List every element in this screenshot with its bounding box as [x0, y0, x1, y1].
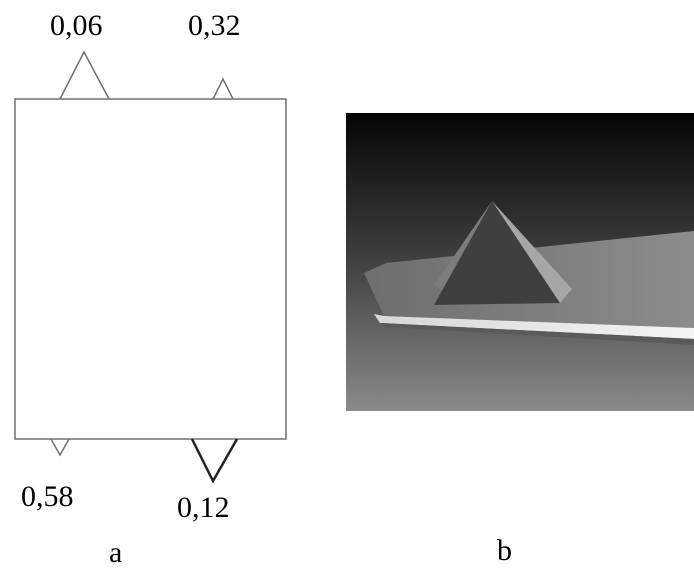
cantilever-tip-image	[346, 113, 694, 411]
label-top-left: 0,06	[50, 9, 103, 42]
tip-top-left	[59, 50, 110, 100]
pyramid-right-face	[492, 201, 572, 303]
label-bottom-right: 0,12	[177, 491, 230, 524]
tip-top-right	[212, 77, 234, 100]
beam-underside	[380, 323, 694, 345]
label-top-right: 0,32	[188, 9, 241, 42]
label-bottom-left: 0,58	[21, 480, 74, 513]
beam-edge	[374, 314, 694, 339]
tip-bottom-left	[50, 438, 70, 457]
caption-a: a	[109, 536, 123, 569]
tip-bottom-right	[190, 438, 239, 484]
caption-b: b	[497, 534, 512, 567]
cantilever-outline	[14, 98, 287, 440]
pyramid-front-face	[434, 201, 560, 305]
